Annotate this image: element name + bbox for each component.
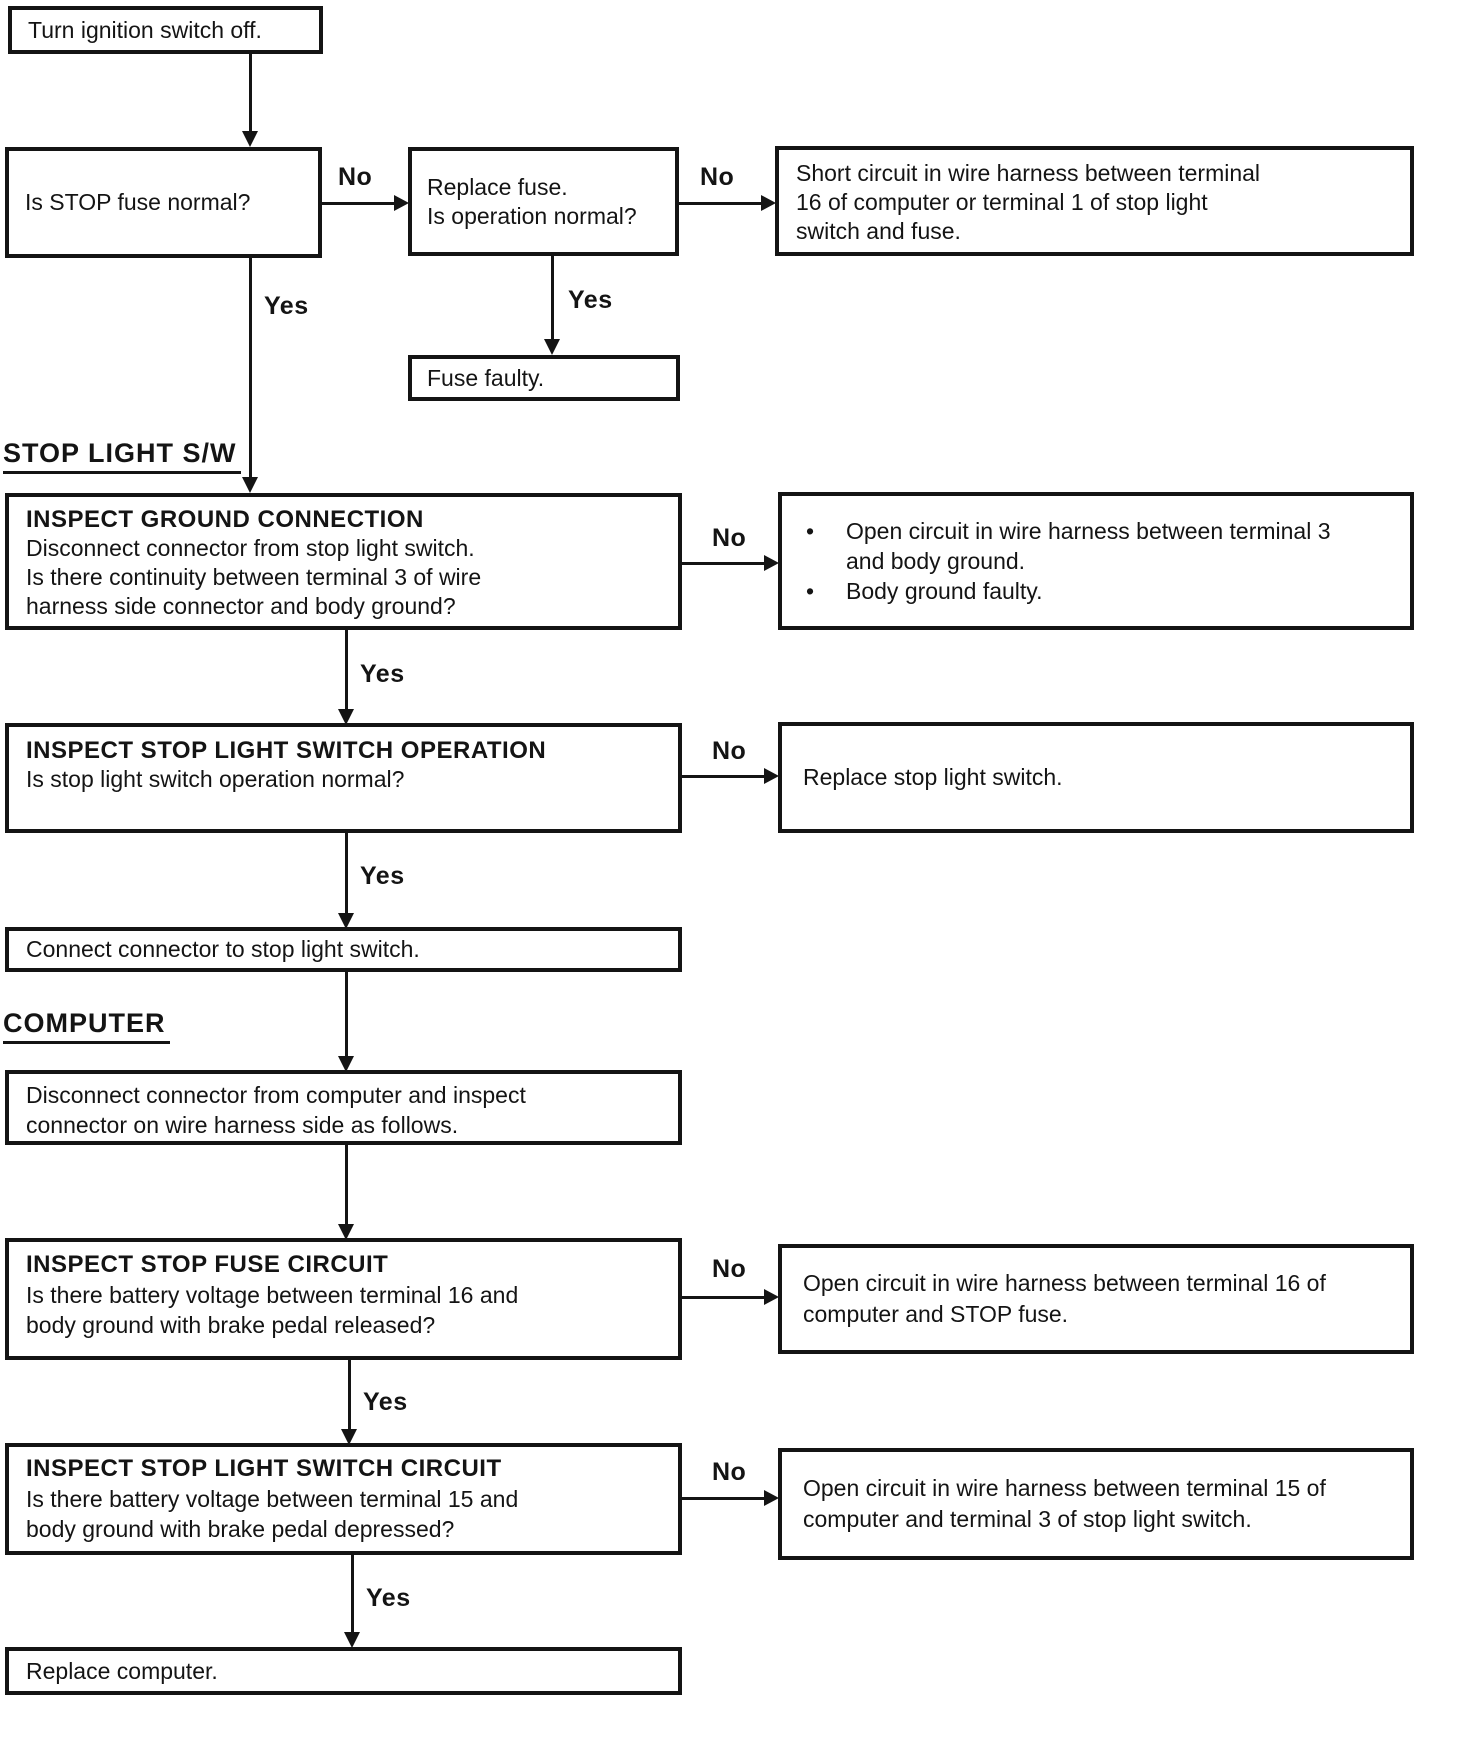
- box-text: harness side connector and body ground?: [26, 593, 456, 619]
- box-text: Turn ignition switch off.: [28, 16, 262, 43]
- flow-box-ground-fault-causes: • Open circuit in wire harness between t…: [778, 492, 1414, 630]
- arrow-down-icon: [242, 131, 258, 147]
- edge-label-yes: Yes: [360, 862, 405, 890]
- box-text: Is operation normal?: [427, 202, 637, 229]
- connector-line: [682, 562, 766, 565]
- edge-label-yes: Yes: [366, 1584, 411, 1612]
- arrow-right-icon: [394, 195, 409, 211]
- box-text: Disconnect connector from stop light swi…: [26, 535, 475, 561]
- flow-box-is-stop-fuse-normal: Is STOP fuse normal?: [5, 147, 322, 258]
- box-text: Short circuit in wire harness between te…: [796, 160, 1261, 186]
- flow-box-replace-fuse: Replace fuse. Is operation normal?: [408, 147, 679, 256]
- connector-line: [551, 256, 554, 341]
- arrow-right-icon: [764, 1490, 779, 1506]
- connector-line: [682, 1497, 766, 1500]
- box-text: Replace fuse.: [427, 173, 568, 200]
- box-text: computer and terminal 3 of stop light sw…: [803, 1506, 1252, 1532]
- edge-label-no: No: [712, 737, 747, 765]
- connector-line: [345, 630, 348, 711]
- box-text: Replace computer.: [26, 1657, 218, 1684]
- arrow-down-icon: [338, 913, 354, 929]
- arrow-down-icon: [338, 1056, 354, 1072]
- edge-label-no: No: [712, 524, 747, 552]
- box-text: Is there continuity between terminal 3 o…: [26, 564, 482, 590]
- box-text: and body ground.: [846, 548, 1026, 574]
- arrow-down-icon: [338, 1224, 354, 1240]
- arrow-right-icon: [764, 768, 779, 784]
- bullet-lines: Open circuit in wire harness between ter…: [846, 516, 1331, 576]
- box-text: Is there battery voltage between termina…: [26, 1486, 519, 1512]
- box-text: Connect connector to stop light switch.: [26, 936, 420, 962]
- flow-box-disconnect-computer: Disconnect connector from computer and i…: [5, 1070, 682, 1145]
- box-text: computer and STOP fuse.: [803, 1301, 1069, 1327]
- box-text: body ground with brake pedal depressed?: [26, 1516, 455, 1542]
- arrow-right-icon: [764, 1289, 779, 1305]
- bullet-icon: •: [806, 578, 815, 604]
- edge-label-yes: Yes: [360, 660, 405, 688]
- flow-box-inspect-switch-circuit: INSPECT STOP LIGHT SWITCH CIRCUIT Is the…: [5, 1443, 682, 1555]
- box-text: Disconnect connector from computer and i…: [26, 1082, 526, 1108]
- connector-line: [351, 1555, 354, 1634]
- connector-line: [348, 1360, 351, 1431]
- bullet-icon: •: [806, 518, 815, 544]
- flow-box-turn-ignition: Turn ignition switch off.: [8, 6, 323, 54]
- flow-box-short-circuit: Short circuit in wire harness between te…: [775, 146, 1414, 256]
- section-heading-stop-light-sw: STOP LIGHT S/W: [3, 438, 241, 474]
- edge-label-yes: Yes: [568, 286, 613, 314]
- edge-label-no: No: [712, 1255, 747, 1283]
- arrow-down-icon: [338, 709, 354, 725]
- flow-box-open-circuit-terminal-15: Open circuit in wire harness between ter…: [778, 1448, 1414, 1560]
- connector-line: [322, 202, 396, 205]
- box-text: Open circuit in wire harness between ter…: [803, 1475, 1326, 1501]
- edge-label-yes: Yes: [264, 292, 309, 320]
- flow-box-inspect-stop-fuse-circuit: INSPECT STOP FUSE CIRCUIT Is there batte…: [5, 1238, 682, 1360]
- flow-box-replace-computer: Replace computer.: [5, 1647, 682, 1695]
- box-text: Open circuit in wire harness between ter…: [846, 518, 1331, 544]
- flow-box-inspect-switch-operation: INSPECT STOP LIGHT SWITCH OPERATION Is s…: [5, 723, 682, 833]
- bullet-item: • Open circuit in wire harness between t…: [806, 516, 1410, 576]
- flow-box-connect-connector: Connect connector to stop light switch.: [5, 927, 682, 972]
- box-title: INSPECT GROUND CONNECTION: [26, 506, 424, 533]
- flow-box-fuse-faulty: Fuse faulty.: [408, 355, 680, 401]
- box-text: switch and fuse.: [796, 218, 961, 244]
- box-text: Open circuit in wire harness between ter…: [803, 1270, 1326, 1296]
- box-text: Is stop light switch operation normal?: [26, 766, 405, 792]
- flow-box-replace-stop-light-switch: Replace stop light switch.: [778, 722, 1414, 833]
- box-text: Is there battery voltage between termina…: [26, 1282, 519, 1308]
- arrow-down-icon: [242, 477, 258, 493]
- connector-line: [345, 972, 348, 1058]
- arrow-down-icon: [544, 339, 560, 355]
- connector-line: [345, 833, 348, 915]
- edge-label-no: No: [712, 1458, 747, 1486]
- connector-line: [249, 258, 252, 479]
- edge-label-no: No: [338, 163, 373, 191]
- box-title: INSPECT STOP LIGHT SWITCH OPERATION: [26, 737, 547, 764]
- bullet-item: • Body ground faulty.: [806, 576, 1410, 606]
- arrow-right-icon: [761, 195, 776, 211]
- box-title: INSPECT STOP FUSE CIRCUIT: [26, 1251, 389, 1278]
- connector-line: [682, 1296, 766, 1299]
- arrow-down-icon: [341, 1429, 357, 1445]
- box-text: Replace stop light switch.: [803, 764, 1063, 790]
- arrow-right-icon: [764, 555, 779, 571]
- connector-line: [682, 775, 766, 778]
- box-text: Fuse faulty.: [427, 364, 545, 391]
- box-text: body ground with brake pedal released?: [26, 1312, 436, 1338]
- box-text: Body ground faulty.: [846, 578, 1043, 604]
- section-heading-computer: COMPUTER: [3, 1008, 170, 1044]
- box-text: Is STOP fuse normal?: [25, 189, 251, 215]
- bullet-lines: Body ground faulty.: [846, 576, 1042, 606]
- connector-line: [249, 54, 252, 133]
- arrow-down-icon: [344, 1632, 360, 1648]
- connector-line: [679, 202, 763, 205]
- flow-box-open-circuit-terminal-16: Open circuit in wire harness between ter…: [778, 1244, 1414, 1354]
- edge-label-yes: Yes: [363, 1388, 408, 1416]
- edge-label-no: No: [700, 163, 735, 191]
- flow-box-inspect-ground-connection: INSPECT GROUND CONNECTION Disconnect con…: [5, 493, 682, 630]
- connector-line: [345, 1145, 348, 1226]
- box-text: connector on wire harness side as follow…: [26, 1112, 459, 1138]
- box-title: INSPECT STOP LIGHT SWITCH CIRCUIT: [26, 1455, 502, 1482]
- box-text: 16 of computer or terminal 1 of stop lig…: [796, 189, 1208, 215]
